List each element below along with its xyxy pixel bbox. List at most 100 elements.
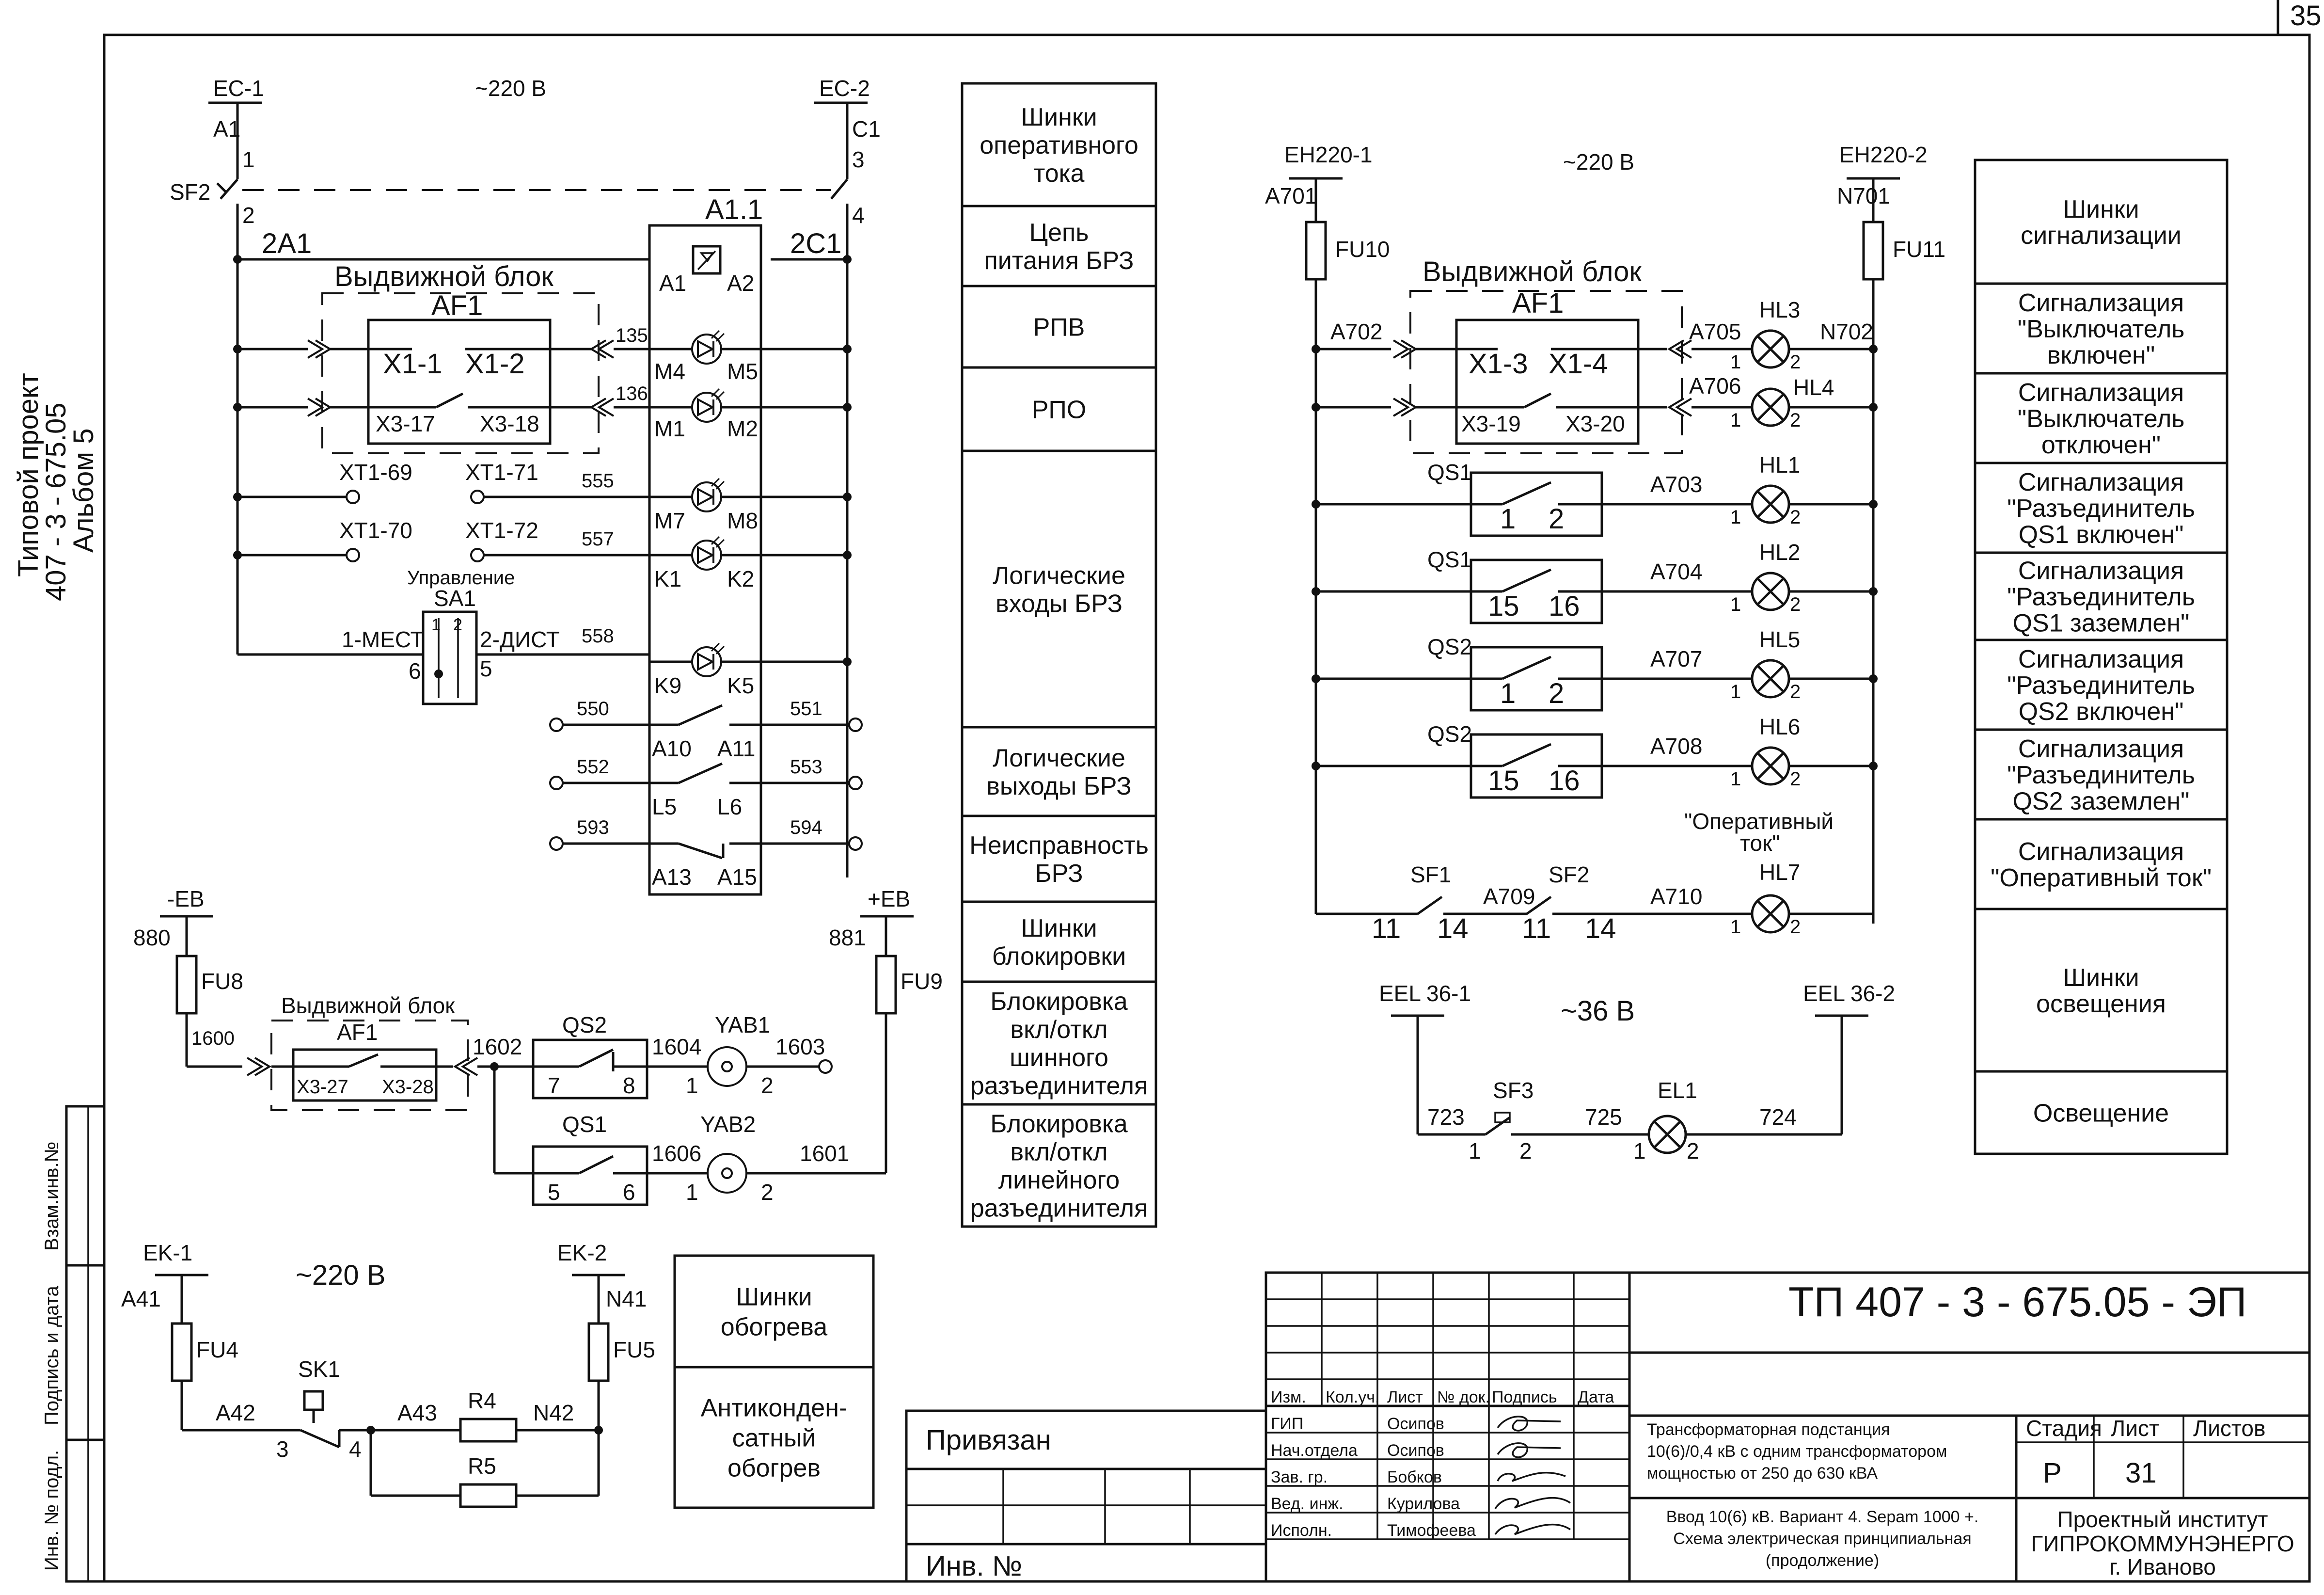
- x1-2: X1-2: [465, 348, 525, 380]
- wire-552: 552: [577, 756, 609, 778]
- wire-c1: C1: [852, 116, 881, 142]
- sa1-label: SA1: [434, 586, 476, 611]
- table-mid-row-4-line-1: входы БРЗ: [996, 590, 1122, 618]
- hl6-lamp-icon: [1752, 748, 1789, 784]
- qs1-pin-6: 6: [623, 1180, 635, 1205]
- el1-label: EL1: [1658, 1078, 1697, 1103]
- wire-a703: A703: [1650, 472, 1702, 497]
- wire-a704: A704: [1650, 559, 1702, 584]
- wire-n701: N701: [1837, 183, 1890, 208]
- sheet-value: 31: [2125, 1457, 2157, 1489]
- wire-a709: A709: [1483, 884, 1535, 909]
- qs2-row2-label: QS2: [1427, 721, 1472, 747]
- table-mid-row-4-line-0: Логические: [993, 562, 1125, 590]
- table-right-row-3-line-0: Сигнализация: [2018, 468, 2184, 496]
- table-right-row-9-line-0: Освещение: [2033, 1100, 2169, 1128]
- wire-1600: 1600: [191, 1028, 235, 1049]
- fu9-label: FU9: [901, 969, 943, 994]
- sa1-pin-5: 5: [480, 656, 492, 681]
- table-right-row-1-line-2: включен": [2047, 341, 2155, 369]
- left-circuit: EC-1 ~220 В EC-2 A1 1 C1 3 SF2 2 4 2A1 2…: [170, 76, 881, 896]
- signal-block-label: Выдвижной блок: [1423, 256, 1642, 287]
- table-mid-row-6-line-0: Неисправность: [969, 831, 1149, 860]
- term-a13: A13: [652, 864, 692, 890]
- pin-1: 1: [242, 147, 255, 172]
- qs1-pin-5: 5: [548, 1180, 560, 1205]
- hl1-pin-2: 2: [1790, 507, 1801, 528]
- a11-terminals: A1 A2 M4 M5 M1 M2 M7 M8 K1 K2 K9 K5 A10 …: [652, 271, 758, 890]
- hl2-lamp-icon: [1752, 573, 1789, 610]
- xt1-71: XT1-71: [465, 460, 538, 485]
- wire-725: 725: [1585, 1104, 1622, 1130]
- af1-block2-label: AF1: [337, 1020, 378, 1045]
- hl7-pin-2: 2: [1790, 916, 1801, 938]
- table-heat-row-1-line-1: сатный: [732, 1424, 816, 1452]
- table-right-row-1-line-0: Сигнализация: [2018, 289, 2184, 317]
- signal-voltage-label: ~220 В: [1563, 149, 1634, 175]
- table-right-row-7-line-0: Сигнализация: [2018, 838, 2184, 866]
- table-mid-row-9-line-0: Блокировка: [990, 1110, 1128, 1138]
- sf2-pin-14: 14: [1585, 913, 1616, 944]
- project-line-2: 407 - 3 - 675.05: [40, 402, 72, 601]
- sa1-pin-6: 6: [409, 658, 421, 684]
- signal-circuit: EH220-1 ~220 В EH220-2 A701 N701 FU10 FU…: [1265, 142, 1945, 1164]
- sa1-pin-2: 2: [453, 616, 462, 634]
- hl4-label: HL4: [1793, 375, 1834, 400]
- term-a1: A1: [659, 271, 686, 296]
- stage-header: Стадия: [2026, 1416, 2102, 1441]
- wire-n702: N702: [1820, 319, 1873, 344]
- hl6-pin-1: 1: [1730, 768, 1741, 790]
- wire-593: 593: [577, 817, 609, 838]
- term-m7: M7: [654, 508, 685, 533]
- table-right-row-6-line-2: QS2 заземлен": [2012, 787, 2189, 815]
- pin-2: 2: [242, 203, 255, 228]
- hl4-lamp-icon: [1752, 389, 1789, 426]
- term-m2: M2: [727, 416, 758, 441]
- af1-label: AF1: [431, 290, 483, 321]
- wire-723: 723: [1427, 1104, 1465, 1130]
- role-5: Исполн.: [1271, 1521, 1332, 1540]
- signature-3: [1497, 1471, 1566, 1482]
- term-a10: A10: [652, 736, 692, 761]
- signal-af1-label: AF1: [1512, 287, 1564, 319]
- wire-724: 724: [1759, 1104, 1797, 1130]
- revision-grid: Изм. Кол.уч. Лист № док. Подпись Дата ГИ…: [1266, 1273, 1629, 1540]
- table-mid-row-1-line-1: питания БРЗ: [984, 247, 1134, 275]
- sheets-header: Листов: [2193, 1416, 2265, 1441]
- table-right: ШинкисигнализацииСигнализация"Выключател…: [1974, 159, 2229, 1155]
- yab1-pin-1: 1: [686, 1073, 698, 1098]
- role-4: Вед. инж.: [1271, 1495, 1344, 1513]
- signature-2: [1497, 1442, 1561, 1458]
- table-heat-row-0-line-0: Шинки: [736, 1283, 812, 1311]
- qs2-row2-pin-16: 16: [1549, 765, 1580, 797]
- term-l5: L5: [652, 794, 677, 819]
- subtitle-line-2: Схема электрическая принципиальная: [1673, 1530, 1971, 1548]
- qs2-row1-label: QS2: [1427, 634, 1472, 659]
- table-right-row-3-line-1: "Разъединитель: [2007, 494, 2195, 523]
- role-2: Нач.отдела: [1271, 1441, 1358, 1460]
- sk1-label: SK1: [298, 1356, 340, 1382]
- qs1-row1-label: QS1: [1427, 460, 1472, 485]
- hl3-lamp-icon: [1752, 331, 1789, 367]
- qs-rows: QS1 1 2 A703 HL1 1 2 QS1 15 16 A70: [1312, 452, 1878, 799]
- fu8-label: FU8: [201, 969, 243, 994]
- table-mid-row-8-line-0: Блокировка: [990, 988, 1128, 1016]
- table-mid-row-5-line-0: Логические: [993, 744, 1125, 772]
- r4-label: R4: [468, 1388, 496, 1413]
- op-current-line-1: "Оперативный: [1684, 809, 1834, 834]
- wire-a708: A708: [1650, 734, 1702, 759]
- el1-lamp-icon: [1649, 1116, 1686, 1153]
- xt1-70: XT1-70: [339, 518, 412, 543]
- desc-line-2: 10(6)/0,4 кВ с одним трансформатором: [1647, 1442, 1947, 1461]
- sk1-pin-3: 3: [276, 1436, 289, 1462]
- table-mid-row-1-line-0: Цепь: [1029, 219, 1089, 247]
- hdr-kol: Кол.уч.: [1326, 1388, 1379, 1406]
- project-line-3: Альбом 5: [68, 429, 99, 553]
- term-a2: A2: [727, 271, 754, 296]
- sf1-label: SF1: [1410, 862, 1451, 887]
- table-mid-row-0-line-0: Шинки: [1021, 103, 1097, 131]
- hl5-pin-2: 2: [1790, 681, 1801, 702]
